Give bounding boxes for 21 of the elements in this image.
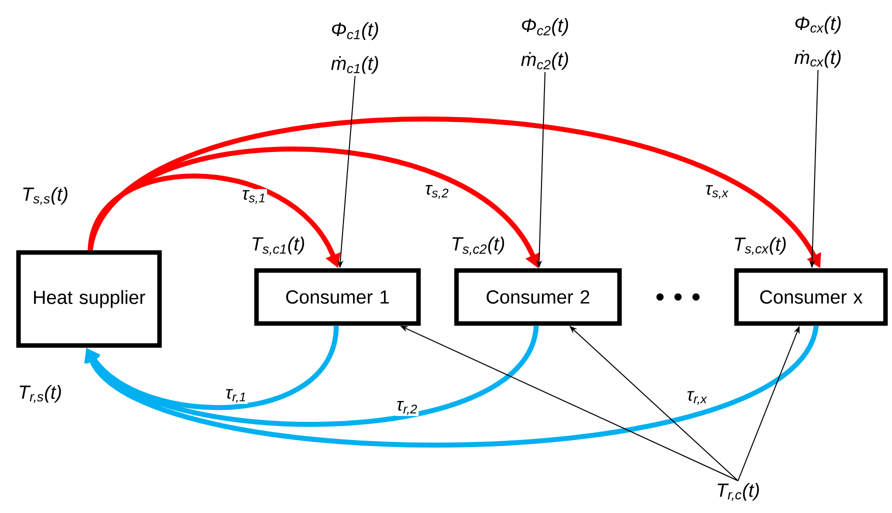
process-box: Consumer 2 xyxy=(454,268,622,326)
temperature-label: T$_{r,s}$(t) xyxy=(20,384,61,404)
edge-label: τ$_{r,2}$ xyxy=(395,400,419,416)
arrow xyxy=(84,324,819,448)
process-box: Consumer 1 xyxy=(254,268,421,326)
edge-label: τ$_{s,x}$ xyxy=(704,184,730,200)
arrow xyxy=(86,325,539,427)
temperature-label: T$_{s,s}$(t) xyxy=(23,186,68,206)
process-box: Heat supplier xyxy=(16,250,162,348)
variable-label: Φ$_{cx}$(t) ṁ$_{cx}$(t) xyxy=(794,16,841,68)
variable-label: Φ$_{c2}$(t) ṁ$_{c2}$(t) xyxy=(521,18,568,70)
temperature-label: T$_{s,c1}$(t) xyxy=(252,236,304,256)
variable-label: T$_{r,c}$(t) xyxy=(718,482,759,502)
edge-label: τ$_{s,2}$ xyxy=(424,184,450,200)
temperature-label: T$_{s,c2}$(t) xyxy=(452,236,504,256)
variable-label: Φ$_{c1}$(t) ṁ$_{c1}$(t) xyxy=(331,22,378,74)
edge-label: τ$_{r,1}$ xyxy=(224,388,248,404)
process-box: Consumer x xyxy=(734,268,888,326)
edge-label: τ$_{s,1}$ xyxy=(240,189,268,205)
edge-label: τ$_{r,x}$ xyxy=(686,390,708,406)
temperature-label: T$_{s,cx}$(t) xyxy=(734,236,786,256)
